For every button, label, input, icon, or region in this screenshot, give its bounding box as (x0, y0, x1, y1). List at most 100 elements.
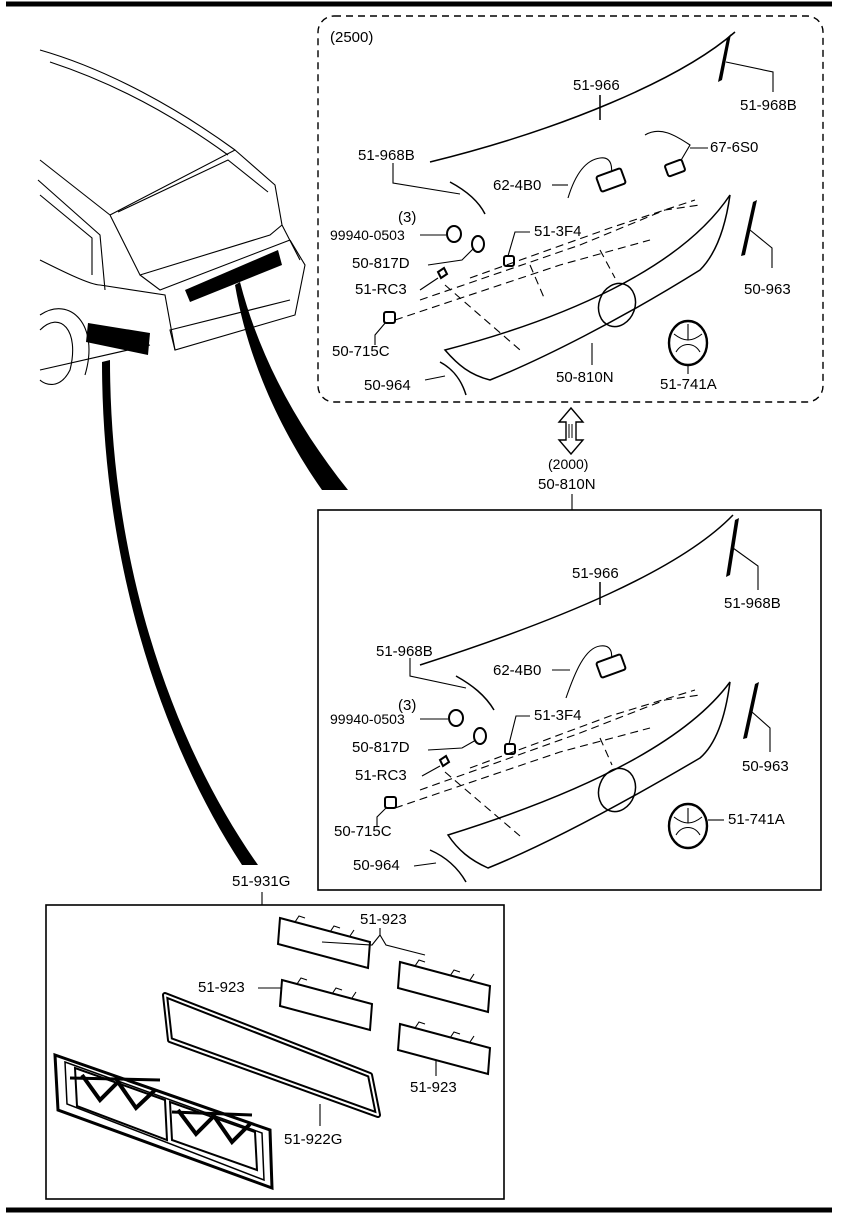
connector-67-6S0 (664, 158, 686, 178)
garnish-hidden-edge (469, 199, 696, 279)
leader (427, 739, 477, 751)
label-51-966: 51-966 (573, 77, 620, 94)
bottom-frame (45, 904, 505, 1200)
label-99940-0503: 99940-0503 (330, 227, 405, 243)
clip-51-RC3 (438, 754, 451, 768)
variant-label-2000: (2000) (548, 456, 588, 472)
pad-51-923-right-top (396, 959, 492, 1014)
interchange-arrow (557, 406, 585, 456)
label-51-923-top: 51-923 (360, 911, 407, 928)
label-51-3F4: 51-3F4 (534, 223, 582, 240)
label-50-963: 50-963 (742, 758, 789, 775)
label-qty: (3) (398, 209, 416, 226)
nut-99940-0503 (446, 225, 462, 243)
leader (427, 247, 475, 266)
washer-50-817D (473, 727, 487, 745)
garnish-hidden-edge (529, 264, 546, 301)
label-51-RC3: 51-RC3 (355, 767, 407, 784)
strip-50-964 (429, 849, 467, 883)
garnish-hidden-edge (599, 249, 616, 279)
pad-51-923-top-left (276, 915, 372, 970)
vehicle-rear-sketch (37, 49, 348, 865)
clip-51-3F4 (504, 743, 516, 755)
leader (392, 163, 461, 195)
leader (413, 862, 437, 867)
pad-51-923-left (278, 977, 374, 1032)
lamp-62-4B0 (595, 167, 627, 193)
emblem-recess (597, 767, 637, 813)
harness-67-6S0 (644, 130, 691, 163)
label-51-923-left: 51-923 (198, 979, 245, 996)
strip-50-964 (439, 361, 467, 396)
garnish-50-810N (443, 194, 731, 381)
label-50-963: 50-963 (744, 281, 791, 298)
strip-51-968B-right (718, 34, 731, 82)
leader (749, 229, 773, 268)
bottom-assembly-panel: 51-923 51-923 51-923 51-922G (45, 904, 505, 1200)
label-51-968B-left: 51-968B (376, 643, 433, 660)
garnish-hidden-edge (394, 239, 651, 321)
garnish-hidden-edge (419, 204, 701, 301)
label-62-4B0: 62-4B0 (493, 662, 541, 679)
label-51-741A: 51-741A (660, 376, 717, 393)
label-51-3F4: 51-3F4 (534, 707, 582, 724)
label-51-RC3: 51-RC3 (355, 281, 407, 298)
label-51-931G: 51-931G (232, 873, 290, 890)
strip-51-968B-left (449, 181, 486, 215)
leader (421, 765, 441, 777)
nut-99940-0503 (448, 709, 464, 727)
garnish-hidden-edge (469, 689, 696, 769)
label-51-968B-left: 51-968B (358, 147, 415, 164)
clip-50-715C (384, 796, 397, 809)
leader (732, 547, 759, 590)
leader (424, 375, 446, 381)
label-lower-50-810N: 50-810N (538, 476, 596, 493)
label-67-6S0: 67-6S0 (710, 139, 758, 156)
label-99940-0503: 99940-0503 (330, 711, 405, 727)
leader (507, 231, 530, 257)
label-50-817D: 50-817D (352, 739, 410, 756)
leader (419, 277, 439, 291)
strip-51-968B-right (726, 518, 739, 577)
label-50-964: 50-964 (353, 857, 400, 874)
label-50-817D: 50-817D (352, 255, 410, 272)
moulding-51-966 (419, 514, 734, 666)
emblem-recess (597, 282, 637, 328)
leader (409, 658, 467, 689)
label-51-968B-right: 51-968B (740, 97, 797, 114)
upper-variant-panel: (2500) 51-966 51-968B 51-968B 67-6S0 62-… (317, 15, 824, 403)
label-50-810N: 50-810N (556, 369, 614, 386)
upper-dashed-frame (317, 15, 824, 403)
leader (725, 61, 774, 92)
label-51-968B-right: 51-968B (724, 595, 781, 612)
garnish-hidden-edge (444, 284, 521, 351)
strip-50-963 (741, 200, 757, 256)
garnish-hidden-edge (599, 737, 613, 766)
leader (508, 715, 530, 745)
washer-50-817D (471, 235, 485, 253)
garnish-hidden-edge (444, 771, 521, 837)
lamp-62-4B0 (595, 653, 627, 679)
label-51-923-bottom: 51-923 (410, 1079, 457, 1096)
leader (376, 806, 388, 826)
label-51-741A: 51-741A (728, 811, 785, 828)
label-50-715C: 50-715C (334, 823, 392, 840)
pad-51-923-right-bottom (396, 1021, 492, 1076)
leader (751, 711, 771, 752)
clip-50-715C (383, 311, 396, 324)
strip-50-963 (743, 682, 759, 739)
lower-variant-panel: 51-966 51-968B 51-968B 62-4B0 (3) 99940-… (317, 509, 822, 891)
lamp-housing (53, 1052, 274, 1191)
strip-51-968B-left (455, 675, 495, 711)
garnish-hidden-edge (419, 694, 701, 791)
lower-frame (317, 509, 822, 891)
label-51-922G: 51-922G (284, 1131, 342, 1148)
emblem-51-741A (667, 319, 709, 367)
variant-label-2500: (2500) (330, 29, 373, 46)
emblem-51-741A (667, 802, 709, 850)
moulding-51-966 (429, 31, 736, 163)
leader (374, 321, 387, 345)
label-50-964: 50-964 (364, 377, 411, 394)
label-qty: (3) (398, 697, 416, 714)
